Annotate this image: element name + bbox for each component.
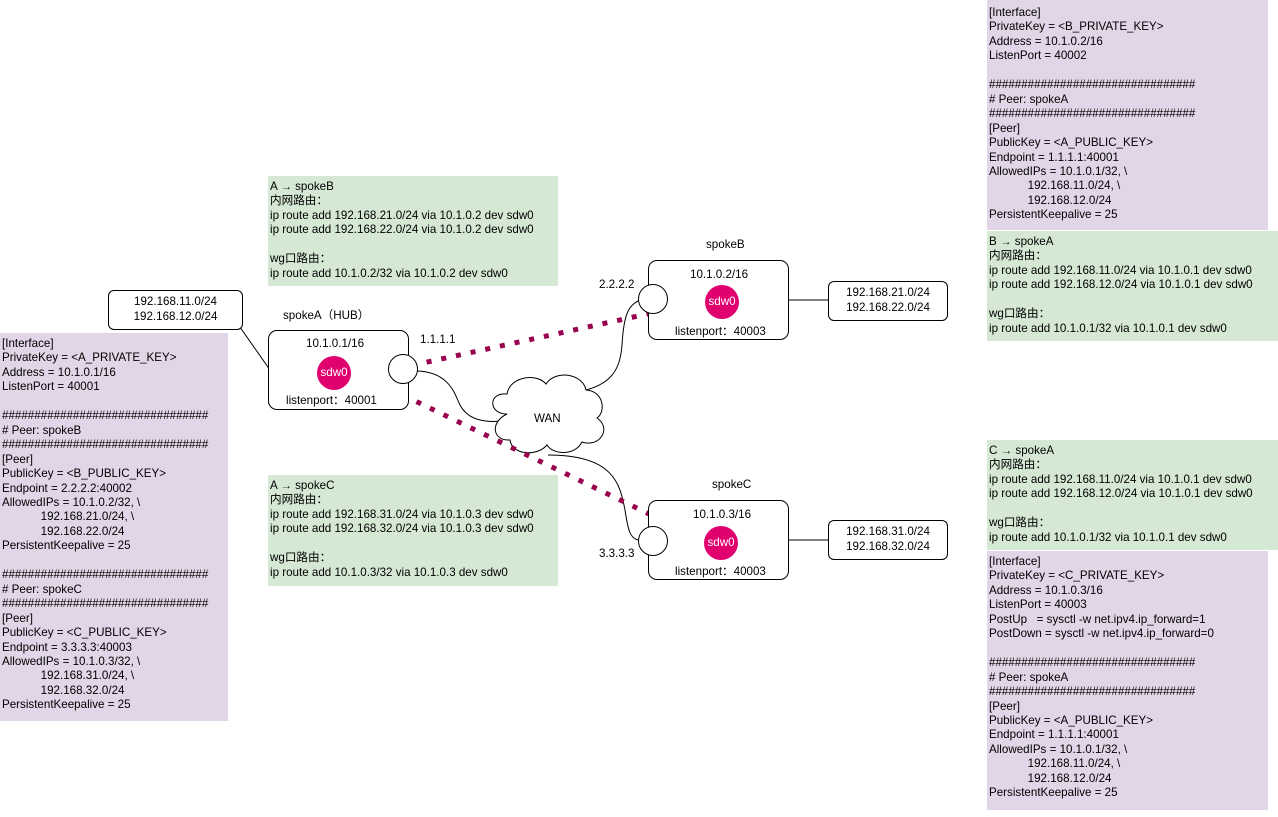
spoke-c-endpoint-ip: 3.3.3.3 [599, 547, 635, 560]
spoke-a-endpoint-ip: 1.1.1.1 [420, 333, 456, 346]
note-spoke-b-config: [Interface] PrivateKey = <B_PRIVATE_KEY>… [987, 0, 1268, 230]
spoke-b-endpoint-ip: 2.2.2.2 [599, 278, 635, 291]
spoke-b-address: 10.1.0.2/16 [690, 268, 749, 281]
lan-a-box: 192.168.11.0/24 192.168.12.0/24 [108, 290, 243, 330]
spoke-c-sdw0: sdw0 [704, 526, 738, 560]
link-wan-b [561, 299, 641, 395]
wan-cloud [492, 374, 605, 454]
spoke-a-title: spokeA（HUB） [283, 309, 370, 322]
note-c-to-a-routes: C → spokeA 内网路由： ip route add 192.168.11… [987, 440, 1278, 550]
spoke-c-listenport: listenport：40003 [675, 565, 766, 578]
note-spoke-c-config: [Interface] PrivateKey = <C_PRIVATE_KEY>… [987, 551, 1268, 810]
lan-b-box: 192.168.21.0/24 192.168.22.0/24 [828, 281, 948, 321]
spoke-c-address: 10.1.0.3/16 [693, 508, 752, 521]
note-spoke-a-config: [Interface] PrivateKey = <A_PRIVATE_KEY>… [0, 333, 228, 721]
note-a-to-c-routes: A → spokeC 内网路由： ip route add 192.168.31… [268, 475, 558, 586]
note-a-to-b-routes: A → spokeB 内网路由： ip route add 192.168.21… [268, 176, 558, 286]
spoke-a-address: 10.1.0.1/16 [306, 337, 365, 350]
spoke-b-port [638, 284, 668, 314]
wan-label: WAN [534, 412, 561, 425]
spoke-b-sdw0: sdw0 [705, 285, 739, 319]
link-wan-c [547, 454, 639, 541]
spoke-a-port [388, 354, 418, 384]
spoke-c-port [638, 526, 668, 556]
spoke-b-listenport: listenport：40003 [675, 325, 766, 338]
note-b-to-a-routes: B → spokeA 内网路由： ip route add 192.168.11… [987, 231, 1278, 341]
lan-c-box: 192.168.31.0/24 192.168.32.0/24 [828, 520, 948, 560]
spoke-a-listenport: listenport：40001 [286, 394, 377, 407]
spoke-c-title: spokeC [712, 478, 752, 491]
spoke-a-sdw0: sdw0 [317, 356, 351, 390]
link-wan-a [416, 370, 511, 422]
tunnel-a-b [367, 301, 694, 378]
spoke-b-title: spokeB [706, 238, 745, 251]
